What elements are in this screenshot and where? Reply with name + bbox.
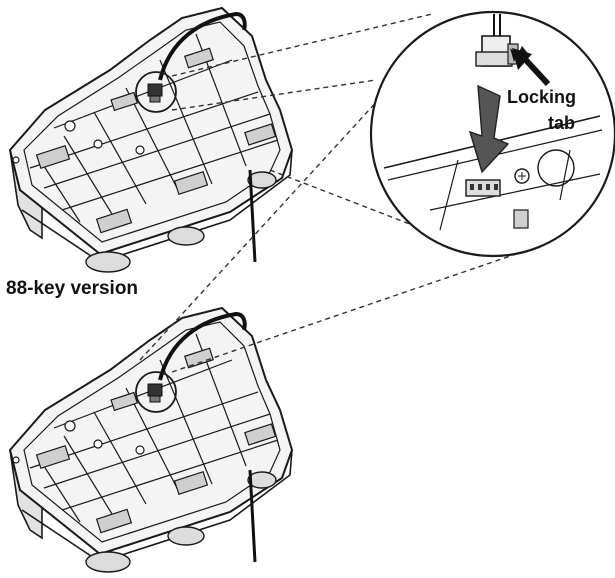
pedal-unit-bottom	[8, 306, 294, 574]
plug-connector	[475, 14, 519, 67]
pedal-unit-top	[8, 6, 294, 274]
zoom-detail-circle	[369, 10, 615, 258]
socket	[465, 179, 501, 197]
zoom-leader-lines	[139, 13, 523, 373]
locking-tab-label-line2: tab	[548, 113, 575, 133]
version-label: 88-key version	[6, 278, 138, 299]
insert-arrow	[468, 84, 510, 174]
locking-tab-label-line1: Locking	[507, 87, 576, 107]
